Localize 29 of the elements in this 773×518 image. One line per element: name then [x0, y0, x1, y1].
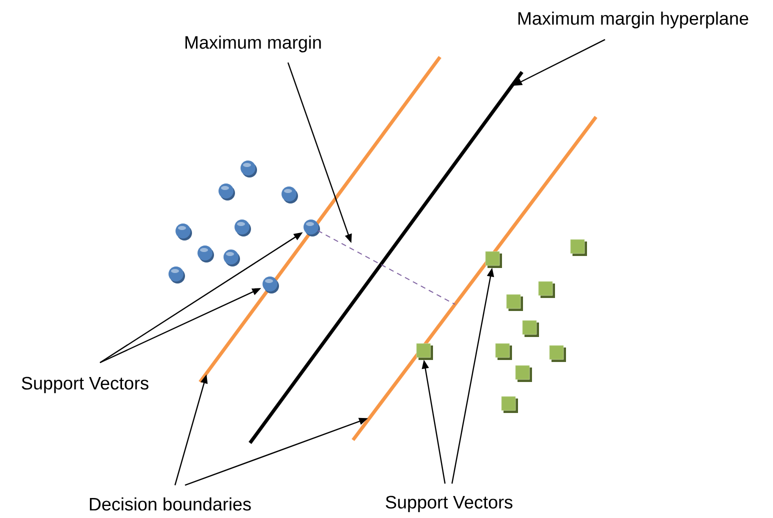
data-point — [501, 396, 518, 413]
data-point — [522, 320, 539, 337]
support-vector-point — [262, 276, 279, 294]
data-point — [570, 239, 587, 256]
data-point — [240, 160, 257, 178]
data-point — [495, 343, 512, 360]
text-label: Decision boundaries — [90, 497, 251, 511]
data-point — [218, 183, 235, 200]
data-point — [506, 294, 523, 311]
hyperplane-line — [248, 70, 524, 444]
boundary-line — [352, 116, 598, 442]
data-point — [168, 266, 185, 284]
data-point — [234, 219, 251, 236]
support-vector-point — [416, 343, 433, 360]
text-label: Support Vectors — [22, 376, 148, 394]
data-point — [282, 186, 298, 204]
data-point — [224, 249, 240, 266]
text-label: Maximum margin — [185, 36, 321, 52]
text-label: Maximum margin hyperplane — [518, 12, 748, 28]
data-point — [198, 245, 214, 262]
text-label: Support Vectors — [386, 496, 512, 512]
data-point — [538, 281, 555, 298]
data-point — [176, 223, 192, 240]
support-vector-point — [485, 251, 502, 268]
support-vector-point — [304, 219, 320, 236]
margin-line — [317, 230, 456, 305]
data-point — [515, 365, 532, 382]
boundary-line — [198, 56, 442, 384]
data-point — [549, 345, 566, 362]
